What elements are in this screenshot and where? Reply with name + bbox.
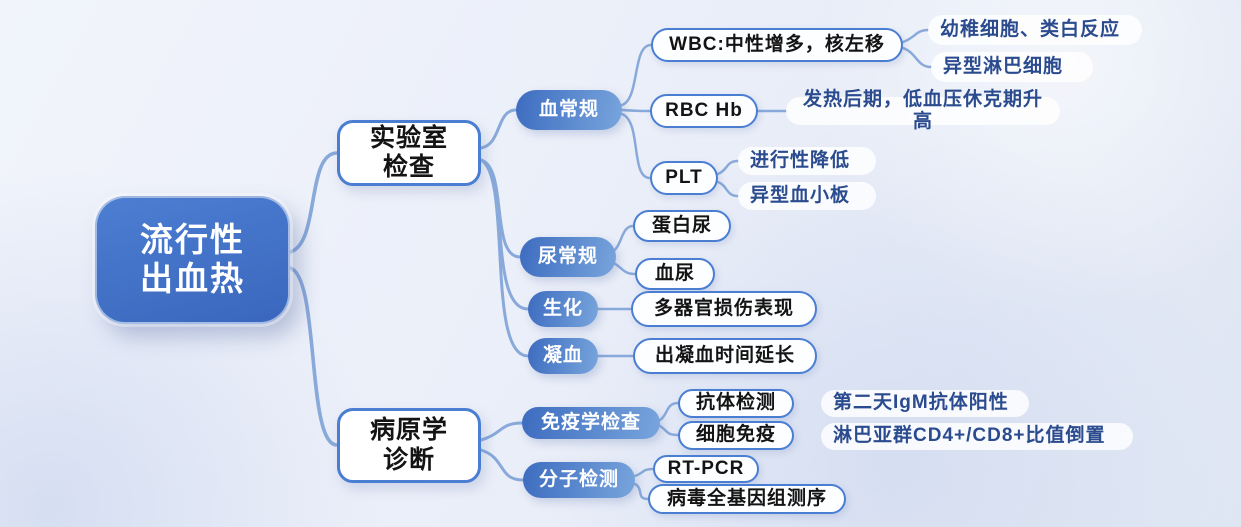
- node-blood-routine[interactable]: 血常规: [516, 90, 622, 130]
- connector: [479, 448, 525, 482]
- connector: [901, 28, 930, 44]
- node-antibody-detection[interactable]: 抗体检测: [678, 389, 794, 418]
- leaf-igm-positive[interactable]: 第二天IgM抗体阳性: [821, 390, 1029, 417]
- node-immunology-tests[interactable]: 免疫学检查: [522, 407, 660, 439]
- leaf-rbc-note[interactable]: 发热后期，低血压休克期升高: [786, 89, 1060, 132]
- node-molecular-detection[interactable]: 分子检测: [523, 462, 635, 498]
- connector: [610, 260, 637, 276]
- node-whole-genome-sequencing[interactable]: 病毒全基因组测序: [648, 484, 846, 514]
- node-urine-routine[interactable]: 尿常规: [520, 237, 616, 277]
- connector: [288, 266, 339, 447]
- leaf-immature-cells[interactable]: 幼稚细胞、类白反应: [928, 15, 1142, 45]
- connector: [716, 159, 740, 176]
- node-rbc-hb[interactable]: RBC Hb: [650, 94, 758, 128]
- connector: [658, 401, 680, 422]
- connector: [479, 158, 530, 311]
- connector: [288, 151, 339, 254]
- node-multi-organ-injury[interactable]: 多器官损伤表现: [631, 291, 817, 327]
- connector: [620, 43, 653, 107]
- connector: [479, 421, 524, 442]
- node-coagulation[interactable]: 凝血: [528, 338, 598, 374]
- node-coagulation-time-prolonged[interactable]: 出凝血时间延长: [633, 338, 817, 374]
- node-hematuria[interactable]: 血尿: [635, 258, 715, 290]
- connector: [479, 158, 530, 358]
- root-node[interactable]: 流行性 出血热: [95, 196, 290, 324]
- node-wbc[interactable]: WBC:中性增多，核左移: [651, 28, 903, 62]
- node-cellular-immunity[interactable]: 细胞免疫: [678, 421, 794, 450]
- connector: [658, 424, 680, 437]
- connector: [633, 482, 650, 501]
- node-biochemistry[interactable]: 生化: [528, 291, 598, 327]
- leaf-progressive-decrease[interactable]: 进行性降低: [738, 147, 876, 175]
- branch-lab-tests[interactable]: 实验室 检查: [337, 120, 481, 186]
- connector: [620, 112, 652, 180]
- branch-etiology-diagnosis[interactable]: 病原学 诊断: [337, 408, 481, 483]
- connector: [901, 46, 933, 69]
- connector: [716, 180, 740, 198]
- connector: [620, 108, 652, 113]
- node-proteinuria[interactable]: 蛋白尿: [633, 210, 731, 242]
- leaf-atypical-lymphocytes[interactable]: 异型淋巴细胞: [931, 52, 1093, 82]
- leaf-cd4-cd8-inverted[interactable]: 淋巴亚群CD4+/CD8+比值倒置: [821, 423, 1133, 450]
- connector: [610, 224, 635, 254]
- connector: [479, 108, 518, 150]
- node-plt[interactable]: PLT: [650, 161, 718, 195]
- connector: [633, 467, 655, 478]
- leaf-atypical-platelets[interactable]: 异型血小板: [738, 182, 876, 210]
- node-rt-pcr[interactable]: RT-PCR: [653, 455, 759, 483]
